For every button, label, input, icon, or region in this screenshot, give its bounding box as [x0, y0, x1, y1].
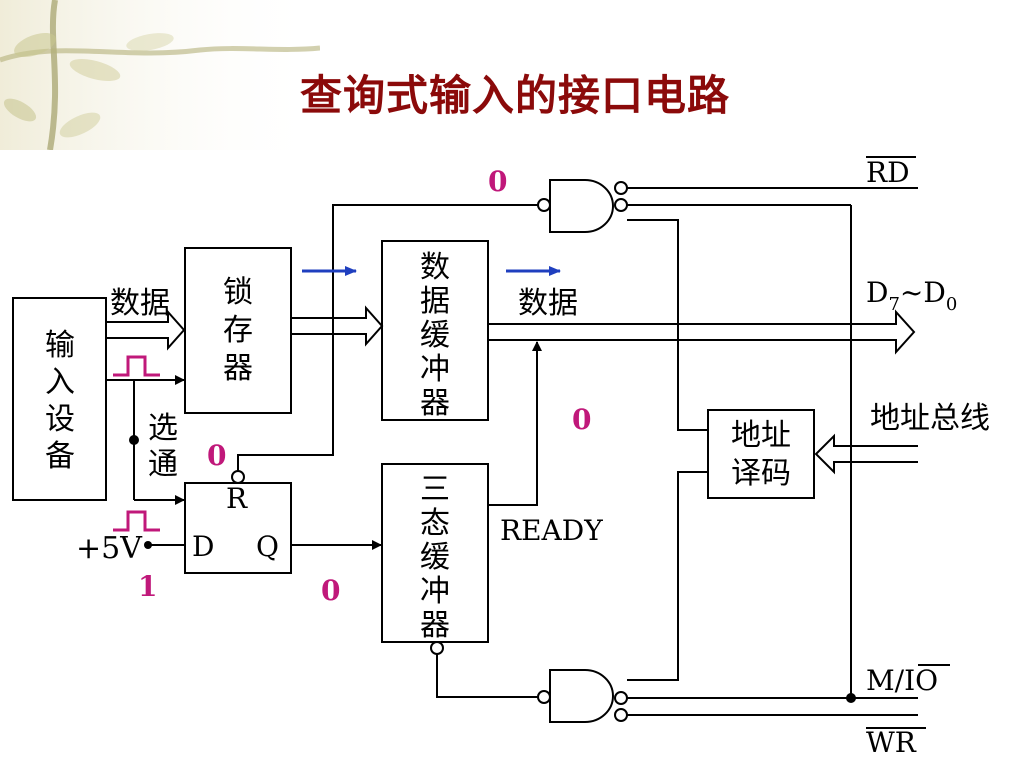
- annotation-q-output: 0: [321, 574, 340, 607]
- top-nand-gate: [549, 179, 614, 233]
- address-decoder-text: 译码: [731, 456, 791, 491]
- input-device-char: 输: [45, 328, 75, 363]
- ready-label: READY: [500, 514, 603, 547]
- data-bus-hollow-arrow: [488, 309, 916, 355]
- tristate-buffer-char: 器: [420, 608, 450, 643]
- annotation-ff-reset: 0: [207, 439, 226, 472]
- input-device-char: 入: [45, 365, 75, 400]
- data-in-hollow-arrow: [106, 309, 186, 351]
- tristate-buffer-char: 三: [420, 472, 450, 507]
- data-buffer-char: 缓: [420, 318, 450, 353]
- annotation-d-input: 1: [138, 570, 157, 603]
- strobe-label: 通: [148, 447, 178, 482]
- bottom-nand-gate: [549, 669, 614, 723]
- tristate-buffer-char: 缓: [420, 540, 450, 575]
- latch-to-buffer-hollow-arrow: [291, 305, 384, 347]
- data-buffer-char: 据: [420, 284, 450, 319]
- d-pulse-icon: [113, 510, 160, 532]
- annotation-gate-top: 0: [488, 165, 507, 198]
- latch-char: 锁: [223, 275, 253, 310]
- wr-label: WR: [866, 726, 917, 759]
- address-decoder-box: [707, 409, 815, 499]
- data-out-label: 数据: [518, 286, 578, 321]
- decorative-branch-ornament: [0, 0, 320, 150]
- latch-char: 存: [223, 313, 253, 348]
- data-buffer-char: 冲: [420, 352, 450, 387]
- mio-label: M/IO: [866, 664, 938, 697]
- data-buffer-char: 数: [420, 250, 450, 285]
- latch-box: [184, 247, 292, 414]
- data-in-label: 数据: [110, 286, 170, 321]
- data-buffer-box: [381, 240, 489, 421]
- ff-q-label: Q: [256, 530, 279, 563]
- tristate-buffer-char: 态: [420, 506, 450, 541]
- data-bus-label: D7~D0: [866, 276, 957, 315]
- address-bus-label: 地址总线: [870, 401, 990, 436]
- annotation-buffer-enable: 0: [572, 403, 591, 436]
- input-device-char: 备: [45, 439, 75, 474]
- latch-char: 器: [223, 351, 253, 386]
- strobe-label: 选: [148, 411, 178, 446]
- strobe-pulse-icon: [113, 355, 160, 377]
- input-device-char: 设: [45, 402, 75, 437]
- address-bus-hollow-arrow: [814, 433, 918, 475]
- tristate-buffer-char: 冲: [420, 574, 450, 609]
- address-decoder-text: 地址: [731, 418, 791, 453]
- plus5v-label: +5V: [76, 531, 143, 566]
- rd-label: RD: [866, 156, 910, 189]
- input-device-box: [12, 297, 107, 501]
- slide-title: 查询式输入的接口电路: [300, 71, 731, 120]
- data-buffer-char: 器: [420, 386, 450, 421]
- ff-r-label: R: [226, 482, 248, 515]
- ff-d-label: D: [192, 530, 214, 563]
